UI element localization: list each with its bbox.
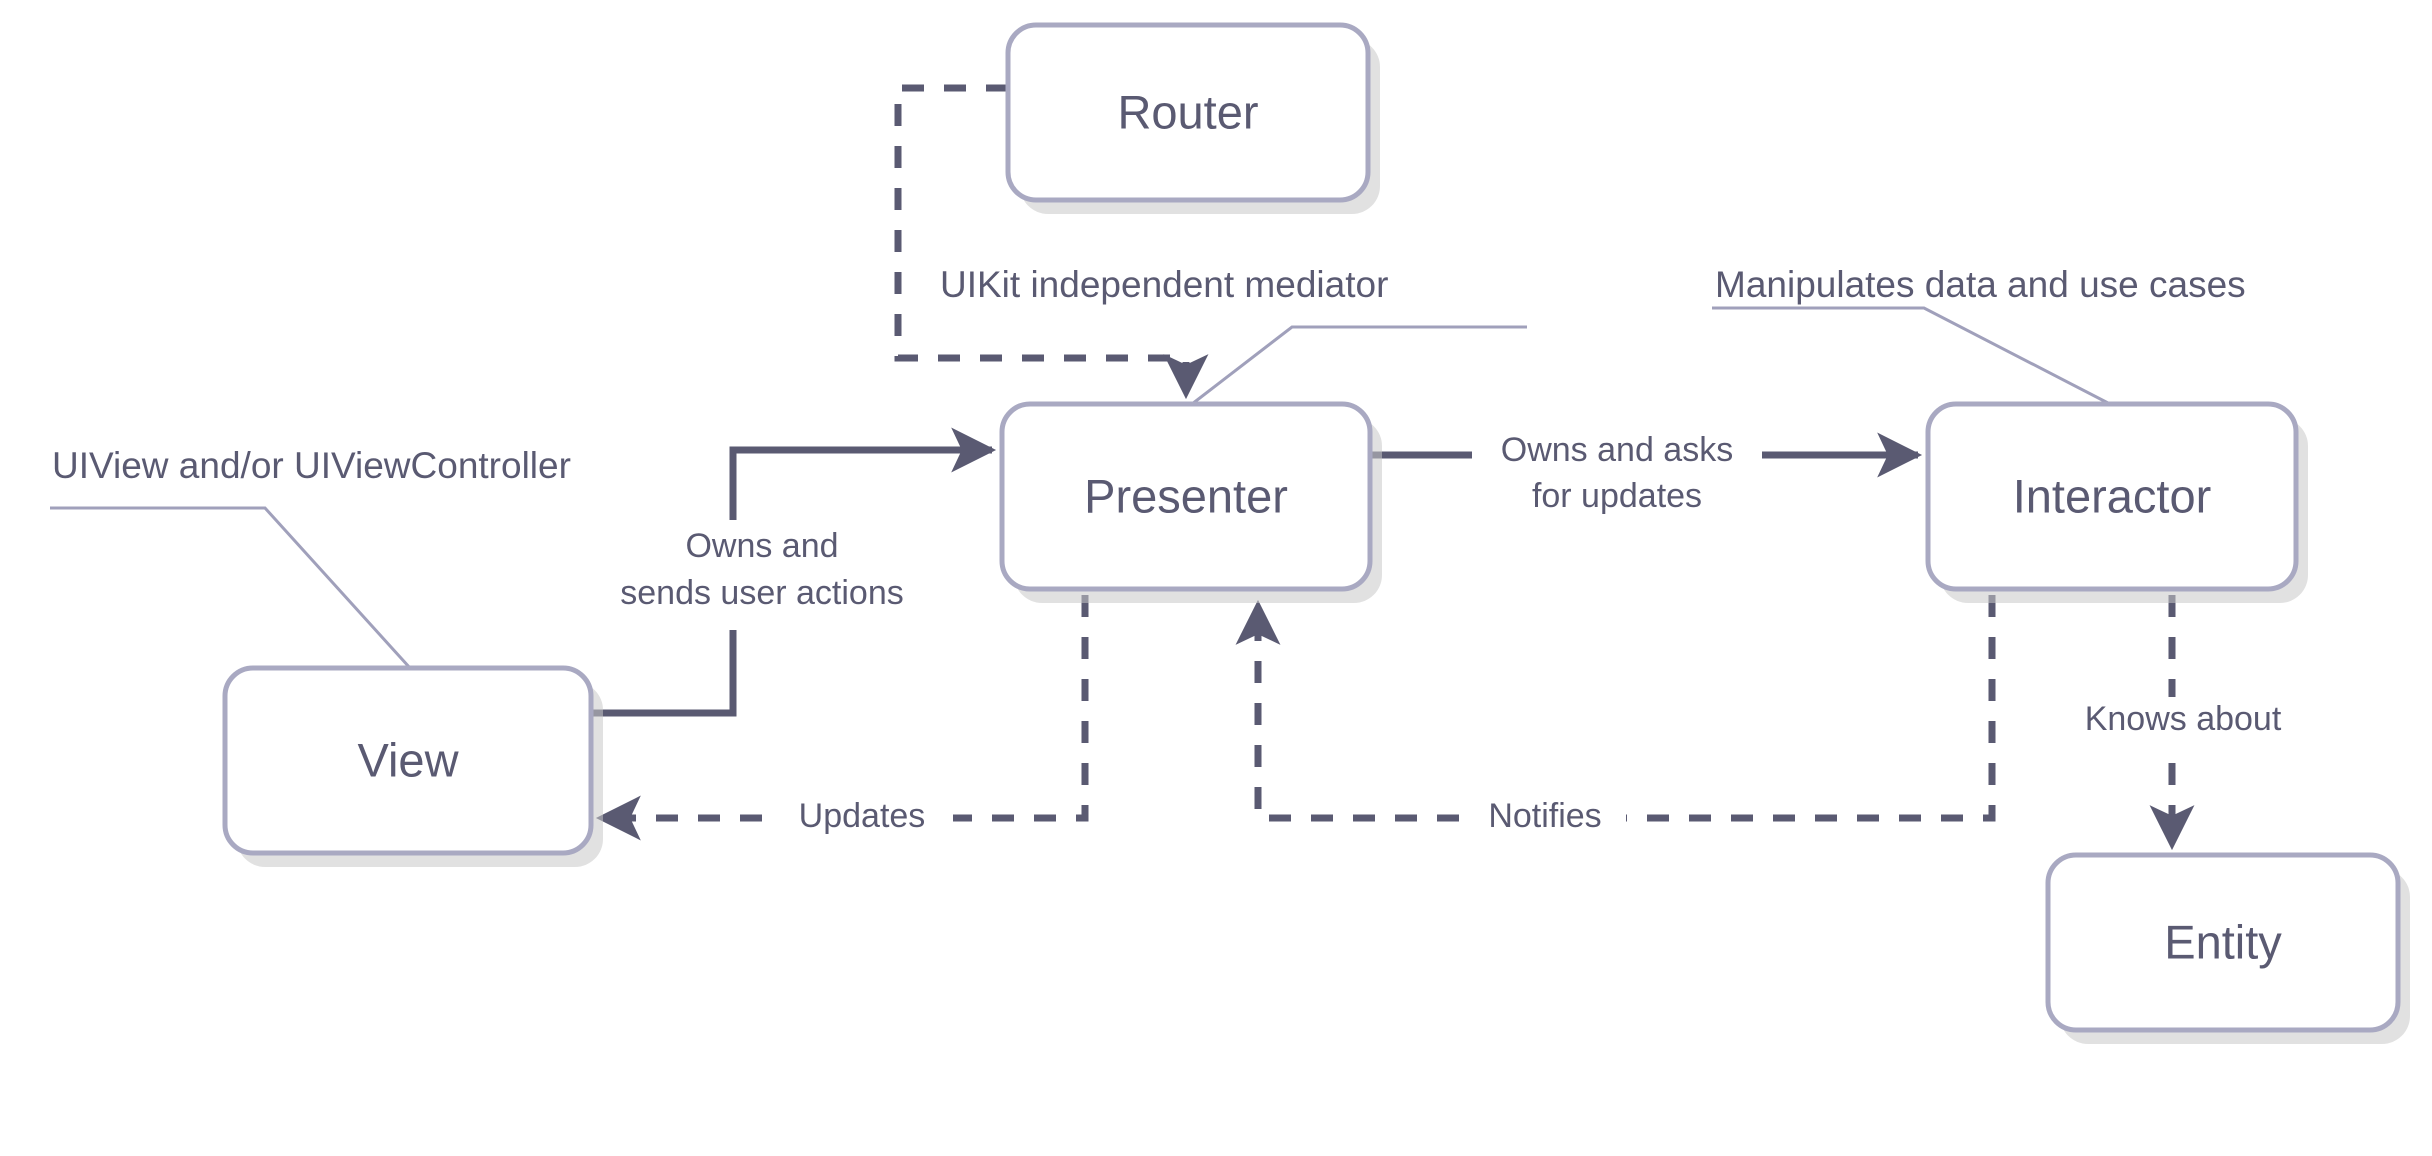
node-entity[interactable]: Entity (2045, 852, 2410, 1044)
entity-label: Entity (2164, 915, 2282, 968)
entity-box[interactable] (2045, 852, 2401, 1033)
leader-manipulates-note (1712, 306, 2111, 406)
owns-and-asks-line: Owns and asks (1501, 431, 1733, 469)
node-presenter[interactable]: Presenter (999, 401, 1382, 603)
sends-user-actions-line: sends user actions (620, 574, 904, 612)
annotation-manipulates-note: Manipulates data and use cases (1715, 264, 2246, 305)
knows-about-label: Knows about (2085, 700, 2282, 738)
annotation-uiview-note: UIView and/or UIViewController (52, 445, 571, 486)
node-interactor[interactable]: Interactor (1925, 401, 2308, 603)
edge-label-updates: Updates (771, 797, 953, 840)
router-box[interactable] (1005, 22, 1371, 203)
node-view[interactable]: View (222, 665, 603, 867)
presenter-box[interactable] (999, 401, 1373, 592)
notifies-label: Notifies (1488, 797, 1601, 835)
view-box[interactable] (222, 665, 594, 856)
edge-label-knows-about: Knows about (2060, 697, 2306, 745)
interactor-label: Interactor (2013, 469, 2212, 522)
annotation-uikit-note: UIKit independent mediator (940, 264, 1388, 305)
router-label: Router (1117, 85, 1258, 138)
node-router[interactable]: Router (1005, 22, 1380, 214)
edge-interactor-to-presenter-notifies (1235, 595, 1996, 822)
leader-uiview-note (50, 506, 412, 670)
interactor-box[interactable] (1925, 401, 2299, 592)
edge-label-owns-asks-for-updates: Owns and asks for updates (1472, 428, 1762, 515)
for-updates-line: for updates (1532, 477, 1702, 515)
view-label: View (357, 733, 459, 786)
owns-and-line: Owns and (685, 527, 838, 565)
edge-label-owns-sends-user-actions: Owns and sends user actions (592, 520, 932, 630)
updates-label: Updates (799, 797, 926, 835)
edge-presenter-to-view-updates (595, 595, 1089, 841)
edge-router-to-presenter (894, 84, 1209, 400)
leader-uikit-note (1191, 325, 1527, 406)
presenter-label: Presenter (1084, 469, 1288, 522)
edge-label-notifies: Notifies (1463, 797, 1626, 840)
